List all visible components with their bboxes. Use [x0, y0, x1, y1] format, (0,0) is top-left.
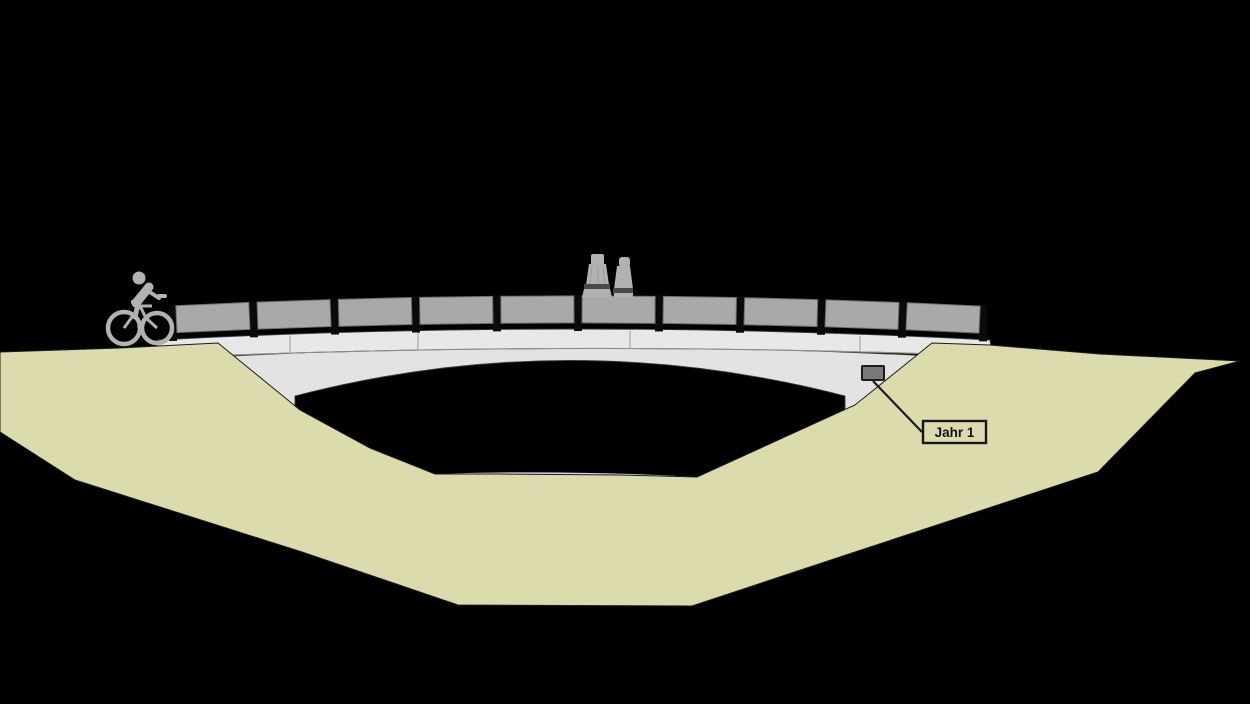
railing-panel [905, 302, 981, 334]
railing-panel [175, 301, 251, 334]
railing-panel [256, 299, 332, 330]
railing-post [979, 305, 987, 342]
railing-post [412, 296, 420, 333]
terrain-embankment [0, 342, 1241, 607]
railing-panel [581, 295, 656, 324]
railing-post [574, 295, 582, 332]
railing-panel [500, 295, 575, 324]
railing-post [898, 301, 906, 338]
callout-label-box[interactable] [921, 419, 988, 445]
cyclist-head [132, 271, 146, 285]
railing-post [655, 295, 663, 332]
cyclist-figure [105, 271, 175, 347]
railing-post [736, 296, 744, 333]
bearing-block [861, 365, 885, 381]
railing-panel [824, 299, 900, 330]
pedestrian-right [613, 257, 633, 297]
railing-post [493, 295, 501, 332]
deck-arch-separation-line [154, 347, 993, 359]
callout-label-text: Jahr 1 [935, 425, 975, 440]
railing-post [817, 298, 825, 335]
callout-label[interactable]: Jahr 1 [921, 419, 988, 445]
railing-panel [419, 295, 494, 325]
railing-post [331, 298, 339, 335]
railing-panel [337, 297, 413, 327]
railing-panel [662, 295, 737, 326]
deck-joint-lines [289, 331, 861, 352]
railing-post [250, 301, 258, 338]
callout-leader-line [872, 380, 923, 433]
railing-panel [743, 297, 819, 328]
railing-panels [175, 295, 981, 334]
pedestrian-left [582, 254, 612, 297]
bicycle-front-wheel [139, 310, 175, 346]
pedestrian-figures [582, 254, 633, 297]
